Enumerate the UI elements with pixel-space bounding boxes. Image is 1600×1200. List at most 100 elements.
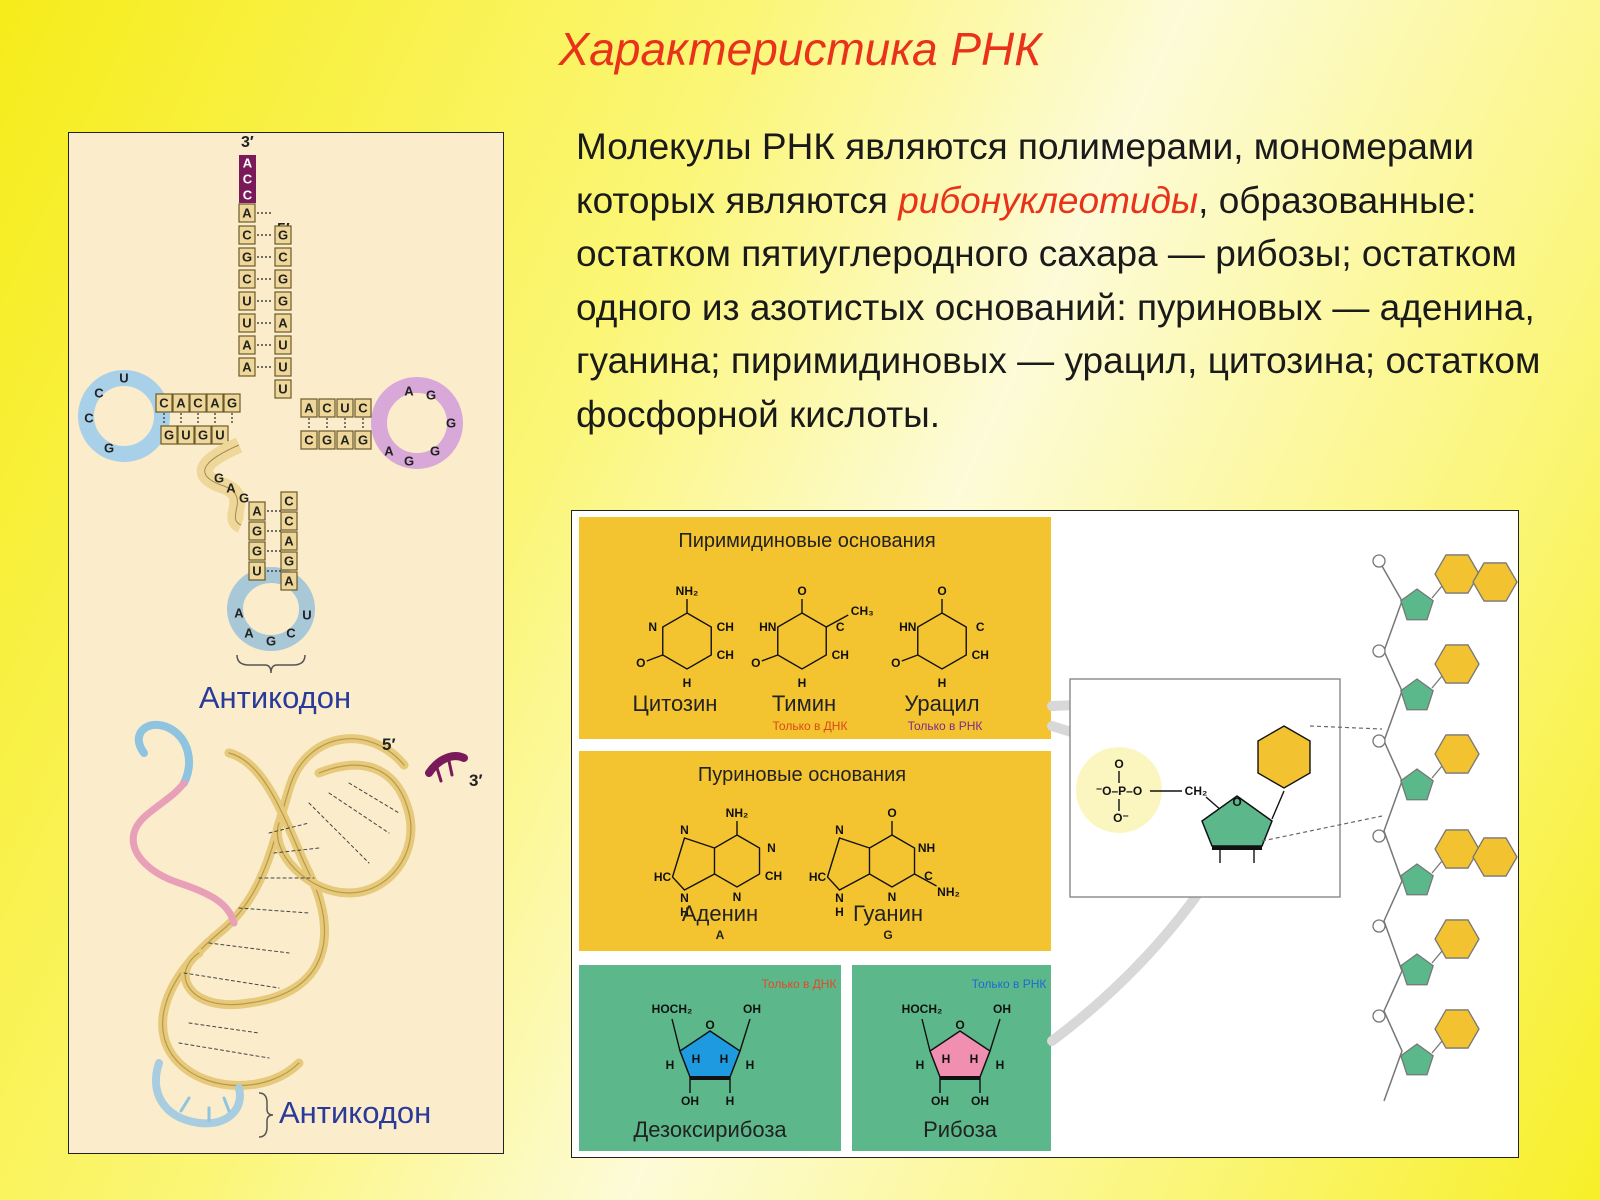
anticodon-label-top: Антикодон <box>199 680 351 715</box>
trna-tail-nucleotide: C <box>243 172 253 187</box>
trna-acceptor-left-nucleotide: A <box>242 360 252 375</box>
description-part2: , образованные: остатком пятиуглеродного… <box>576 179 1541 435</box>
uracil-note: Только в РНК <box>908 719 983 733</box>
chem-label: HC <box>654 870 672 884</box>
trna-anticodon-loop-nucleotide: A <box>234 606 244 621</box>
chain-sugar <box>1400 863 1434 896</box>
sugar-h: H <box>916 1058 925 1072</box>
trna-d-loop <box>78 370 170 462</box>
chem-label: O <box>751 656 760 670</box>
chain-phosphate <box>1372 644 1386 658</box>
chem-label: CH <box>972 648 989 662</box>
trna-t-loop-nucleotide: A <box>404 384 414 399</box>
chem-label: HC <box>809 870 827 884</box>
trna-anticodon-left-nucleotide: U <box>252 564 261 579</box>
trna-acceptor-tail: ACC <box>239 155 256 203</box>
trna-d-arm-top-nucleotide: A <box>176 396 186 411</box>
trna-anticodon-left-nucleotide: G <box>252 544 262 559</box>
nucleotide-panel: .chem{font-size:12px;fill:#111;font-weig… <box>571 510 1519 1158</box>
chain-base <box>1434 919 1480 959</box>
trna-t-loop-nucleotide: G <box>426 388 436 403</box>
chain-phosphate <box>1372 919 1386 933</box>
trna-variable-loop-letters: GAG <box>214 471 249 506</box>
chem-label: N <box>680 891 689 905</box>
polynucleotide-chain <box>1372 554 1518 1102</box>
trna-variable-loop-nucleotide: G <box>239 491 249 506</box>
trna-acceptor-left-nucleotide: G <box>242 250 252 265</box>
trna-anticodon-right-nucleotide: C <box>284 514 294 529</box>
sugar-oh: OH <box>681 1094 699 1108</box>
trna-d-arm-top-nucleotide: A <box>210 396 220 411</box>
chain-phosphate <box>1372 554 1386 568</box>
chem-label: CH <box>832 648 849 662</box>
description-text: Молекулы РНК являются полимерами, мономе… <box>576 120 1576 441</box>
sugar-hoch2: HOCH₂ <box>902 1002 943 1016</box>
chain-base <box>1434 644 1480 684</box>
chain-sugar <box>1400 678 1434 711</box>
trna-d-loop-nucleotide: C <box>84 411 94 426</box>
thymine-name: Тимин <box>772 691 836 716</box>
phosphate-row: ⁻O–P–O <box>1096 784 1142 798</box>
trna-acceptor-right-nucleotide: G <box>278 272 288 287</box>
trna-acceptor-right-nucleotide: G <box>278 294 288 309</box>
purine-title: Пуриновые основания <box>698 764 906 786</box>
chem-top-substituent: O <box>887 806 896 820</box>
chem-label: N <box>680 823 689 837</box>
deoxyribose-note: Только в ДНК <box>762 977 837 991</box>
thymine-note: Только в ДНК <box>773 719 848 733</box>
trna-anticodon-loop-nucleotide: C <box>286 626 296 641</box>
chem-label: H <box>798 676 807 690</box>
trna-tail-nucleotide: A <box>243 156 253 171</box>
sugar-h: H <box>720 1052 729 1066</box>
trna-d-arm-bottom-nucleotide: G <box>198 428 208 443</box>
trna-t-loop-nucleotide: G <box>404 454 414 469</box>
trna-t-loop-nucleotide: G <box>430 444 440 459</box>
description-highlight: рибонуклеотиды <box>898 179 1199 221</box>
chem-label: N <box>733 890 742 904</box>
sugar-h: H <box>692 1052 701 1066</box>
pyrimidine-title: Пиримидиновые основания <box>678 530 935 552</box>
sugar-oh: OH <box>743 1002 761 1016</box>
trna-diagram: .nt{font-size:13px;font-weight:bold;fill… <box>78 134 483 1138</box>
chem-label: C <box>836 620 845 634</box>
nucleotide-hexagon <box>1257 725 1311 789</box>
sugar-hoch2: HOCH₂ <box>652 1002 693 1016</box>
trna-t-loop <box>371 377 463 469</box>
chem-top-substituent: O <box>797 584 806 598</box>
chem-label: CH <box>765 869 782 883</box>
trna-d-loop-nucleotide: U <box>119 371 128 386</box>
trna-d-loop-nucleotide: G <box>104 441 114 456</box>
chain-phosphate <box>1372 1009 1386 1023</box>
description-part1: Молекулы РНК являются полимерами, мономе… <box>576 126 1475 221</box>
trna-anticodon-loop-nucleotide: G <box>266 634 276 649</box>
trna-acceptor-left-nucleotide: C <box>242 272 252 287</box>
sugar-ring-o: O <box>705 1018 714 1032</box>
chem-label: NH₂ <box>937 885 960 899</box>
sugar-ring-o: O <box>955 1018 964 1032</box>
trna-tail-nucleotide: C <box>243 188 253 203</box>
trna-acceptor-right-nucleotide: C <box>278 250 288 265</box>
trna-3prime-label: 3′ <box>241 134 254 151</box>
sugar-h: H <box>970 1052 979 1066</box>
chem-label: H <box>683 676 692 690</box>
trna-acceptor-left-nucleotide: A <box>242 206 252 221</box>
chem-top-substituent: O <box>937 584 946 598</box>
chem-label: N <box>888 890 897 904</box>
trna-3d-structure <box>129 720 468 1128</box>
sugar-h: H <box>996 1058 1005 1072</box>
trna-t-arm-bottom-nucleotide: G <box>358 433 368 448</box>
sugar-h: H <box>942 1052 951 1066</box>
chain-sugar <box>1400 1043 1434 1076</box>
chem-label: N <box>648 620 657 634</box>
chem-label: N <box>835 891 844 905</box>
chem-top-substituent: NH₂ <box>726 806 749 820</box>
trna-t-arm-top-nucleotide: C <box>358 401 368 416</box>
trna-anticodon-loop <box>227 567 315 651</box>
trna-anticodon-left-nucleotide: A <box>252 504 262 519</box>
adenine-letter: A <box>716 928 725 942</box>
